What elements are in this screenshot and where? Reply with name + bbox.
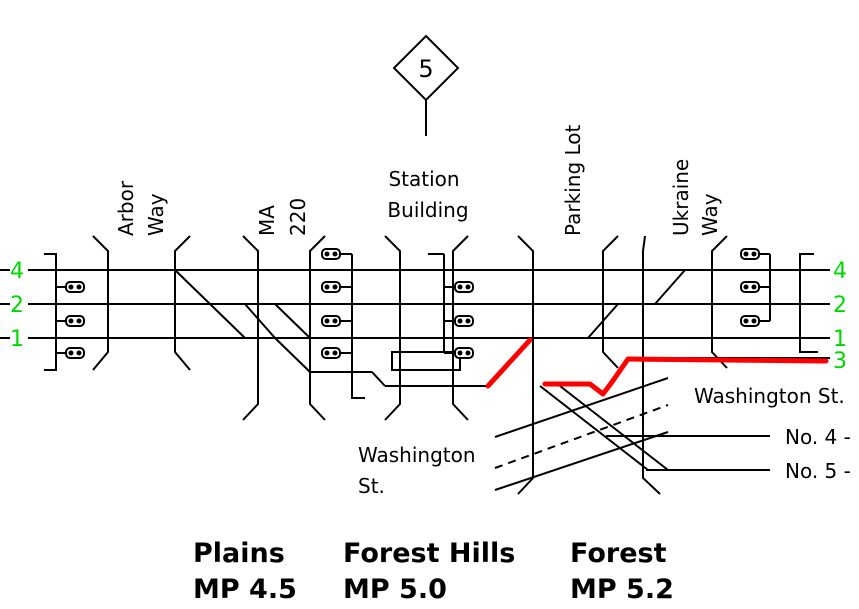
label-no5: No. 5 - (785, 459, 851, 483)
signal-icon (740, 315, 770, 327)
track-labels-right: 4 2 1 3 (833, 259, 847, 374)
signal-icon (444, 347, 474, 359)
street-labels: Arbor Way MA 220 Station Building Parkin… (114, 124, 851, 498)
station-building (391, 351, 461, 371)
location-mp-plains: MP 4.5 (193, 574, 297, 605)
track-label-2-left: 2 (10, 293, 24, 318)
signal-icon (56, 315, 85, 327)
signal-icon (321, 248, 352, 260)
label-arbor: Arbor (114, 180, 138, 236)
label-ukraine: Ukraine (669, 159, 693, 236)
track-label-1-right: 1 (833, 327, 847, 352)
location-name-plains: Plains (193, 538, 285, 569)
track-labels-left: 4 2 1 (10, 259, 24, 352)
signal-icon (56, 347, 85, 359)
signals (56, 248, 771, 370)
signal-icon (444, 315, 474, 327)
main-tracks (0, 269, 830, 359)
signal-icon (740, 248, 770, 260)
signal-icon (321, 281, 352, 293)
signal-icon (444, 281, 474, 293)
location-name-forest: Forest (570, 538, 667, 569)
label-washington-left-st: St. (358, 474, 385, 498)
location-mp-forest: MP 5.2 (570, 574, 674, 605)
signal-icon (321, 347, 352, 359)
label-arbor-way: Way (144, 193, 168, 236)
highlighted-route (485, 337, 829, 397)
location-name-forest-hills: Forest Hills (343, 538, 515, 569)
signal-icon (321, 315, 352, 327)
washington-street (494, 377, 770, 491)
track-ends (44, 253, 818, 399)
location-footer: Plains MP 4.5 Forest Hills MP 5.0 Forest… (193, 538, 674, 605)
crossovers (174, 269, 686, 387)
label-station: Station (388, 167, 459, 191)
label-ma-220: 220 (286, 198, 310, 236)
label-ma: MA (255, 205, 279, 236)
location-mp-forest-hills: MP 5.0 (343, 574, 447, 605)
route-shield: 5 (392, 34, 460, 136)
label-ukraine-way: Way (698, 193, 722, 236)
track-label-4-right: 4 (833, 259, 847, 284)
track-label-2-right: 2 (833, 293, 847, 318)
label-no4: No. 4 - (785, 425, 851, 449)
route-shield-number: 5 (418, 55, 433, 83)
label-station-building: Building (387, 198, 468, 222)
track-label-3-right: 3 (833, 349, 847, 374)
track-label-4-left: 4 (10, 259, 24, 284)
track-label-1-left: 1 (10, 327, 24, 352)
signal-icon (56, 281, 85, 293)
label-washington-left: Washington (358, 443, 476, 467)
label-washington-right: Washington St. (694, 384, 845, 408)
label-parking-lot: Parking Lot (561, 124, 585, 236)
signal-icon (740, 281, 770, 293)
